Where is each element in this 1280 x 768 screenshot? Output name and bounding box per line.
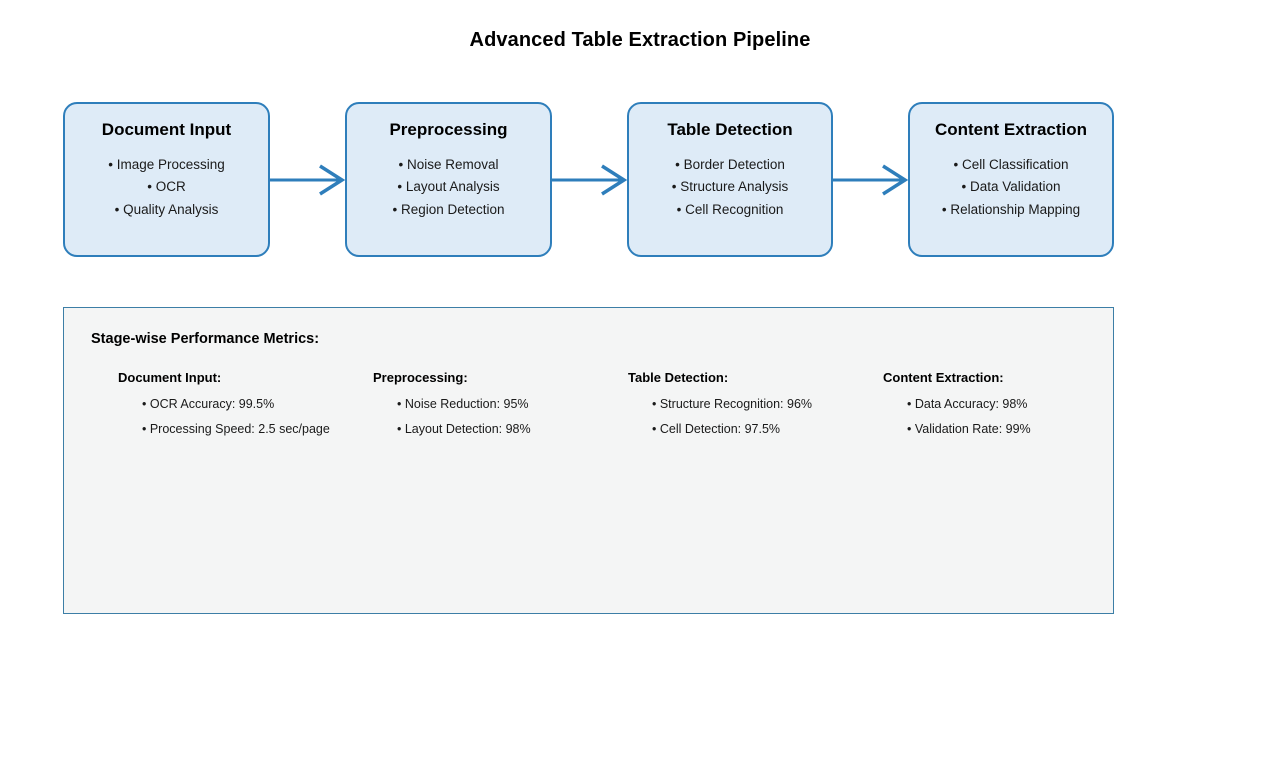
metrics-column-group: Document Input: • OCR Accuracy: 99.5% • … (91, 370, 1113, 436)
metrics-panel: Stage-wise Performance Metrics: Document… (63, 307, 1114, 614)
stage-item: • Layout Analysis (397, 179, 500, 195)
arrow-right-icon (833, 164, 909, 196)
stage-item: • Region Detection (392, 201, 505, 217)
metrics-column-title: Content Extraction: (883, 370, 1004, 385)
stage-item: • Border Detection (675, 156, 785, 172)
metrics-column-document-input: Document Input: • OCR Accuracy: 99.5% • … (91, 370, 346, 436)
page-title: Advanced Table Extraction Pipeline (469, 29, 811, 51)
stage-item-list: • Image Processing • OCR • Quality Analy… (108, 157, 225, 218)
pipeline-stage-content-extraction[interactable]: Content Extraction • Cell Classification… (908, 102, 1114, 257)
metrics-item: • Noise Reduction: 95% (397, 397, 529, 411)
arrow-right-icon (552, 164, 628, 196)
stage-item: • Data Validation (961, 179, 1061, 195)
stage-item: • Noise Removal (398, 156, 499, 172)
arrow-right-icon (270, 164, 346, 196)
metrics-item: • Validation Rate: 99% (907, 422, 1031, 436)
metrics-item: • Processing Speed: 2.5 sec/page (142, 422, 330, 436)
stage-item: • Relationship Mapping (941, 201, 1081, 217)
stage-item: • Quality Analysis (114, 201, 219, 217)
metrics-column-preprocessing: Preprocessing: • Noise Reduction: 95% • … (346, 370, 601, 436)
metrics-column-title: Preprocessing: (373, 370, 468, 385)
metrics-item: • Structure Recognition: 96% (652, 397, 813, 411)
stage-title: Table Detection (667, 120, 793, 139)
metrics-item: • Cell Detection: 97.5% (652, 422, 781, 436)
metrics-column-table-detection: Table Detection: • Structure Recognition… (601, 370, 856, 436)
stage-title: Content Extraction (934, 120, 1088, 139)
metrics-item: • Layout Detection: 98% (397, 422, 531, 436)
metrics-item-list: • Data Accuracy: 98% • Validation Rate: … (856, 397, 1111, 436)
stage-item: • OCR (147, 179, 186, 195)
stage-item-list: • Noise Removal • Layout Analysis • Regi… (392, 157, 504, 218)
metrics-item-list: • Noise Reduction: 95% • Layout Detectio… (346, 397, 601, 436)
pipeline-stage-table-detection[interactable]: Table Detection • Border Detection • Str… (627, 102, 833, 257)
metrics-column-title: Document Input: (118, 370, 222, 385)
stage-item-list: • Border Detection • Structure Analysis … (672, 157, 789, 218)
stage-item: • Image Processing (108, 156, 225, 172)
stage-title: Document Input (101, 120, 232, 139)
metrics-item: • Data Accuracy: 98% (907, 397, 1028, 411)
metrics-heading: Stage-wise Performance Metrics: (91, 331, 320, 347)
pipeline-stage-preprocessing[interactable]: Preprocessing • Noise Removal • Layout A… (345, 102, 552, 257)
metrics-item-list: • OCR Accuracy: 99.5% • Processing Speed… (91, 397, 346, 436)
metrics-item-list: • Structure Recognition: 96% • Cell Dete… (601, 397, 856, 436)
stage-item: • Cell Classification (953, 156, 1069, 172)
pipeline-stage-document-input[interactable]: Document Input • Image Processing • OCR … (63, 102, 270, 257)
metrics-item: • OCR Accuracy: 99.5% (142, 397, 275, 411)
stage-item: • Cell Recognition (676, 201, 784, 217)
stage-item-list: • Cell Classification • Data Validation … (942, 157, 1080, 218)
stage-title: Preprocessing (389, 120, 508, 139)
stage-item: • Structure Analysis (671, 179, 789, 195)
metrics-column-content-extraction: Content Extraction: • Data Accuracy: 98%… (856, 370, 1111, 436)
metrics-column-title: Table Detection: (628, 370, 729, 385)
